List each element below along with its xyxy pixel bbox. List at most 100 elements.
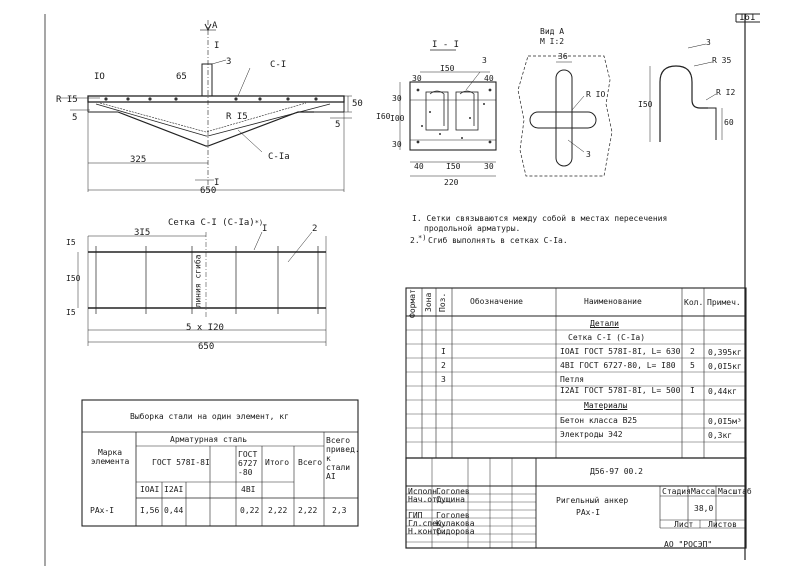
- spec-row-name: Материалы: [584, 401, 628, 410]
- view-a-dim-36: 36: [558, 52, 568, 61]
- tb-role: Гл.спец.: [408, 519, 447, 528]
- sec-dim-160: I60: [376, 112, 391, 121]
- spec-header-designation: Обозначение: [470, 297, 523, 306]
- sec-dim-30d: 30: [484, 162, 494, 171]
- tb-role: Исполн.: [408, 487, 442, 496]
- rebar-dots: [104, 88, 492, 144]
- spec-row-qty: 2: [690, 347, 695, 356]
- hook-dim-r35: R 35: [712, 56, 732, 65]
- hook-dim-150: I50: [638, 100, 653, 109]
- steel-header-reinf: Арматурная сталь: [170, 435, 248, 444]
- mesh-title-mark: *): [254, 219, 264, 227]
- spec-row-pos: 3: [441, 375, 446, 384]
- steel-header-c3: 4ВI: [241, 485, 256, 494]
- steel-header-c1: IOAI: [140, 485, 160, 494]
- view-a-title: Вид А: [540, 27, 565, 36]
- sec-dim-40a: 40: [484, 74, 494, 83]
- sec-dim-30c: 30: [392, 140, 402, 149]
- steel-header-mark: Марка элемента: [90, 448, 130, 466]
- section-mark-bottom: I: [214, 178, 220, 188]
- spec-row-name: Бетон класса В25: [560, 416, 638, 425]
- section-mark-top: I: [214, 41, 220, 51]
- dim-5-right: 5: [335, 120, 341, 130]
- tb-person: Гоголев: [436, 487, 470, 496]
- dim-325: 325: [130, 155, 147, 165]
- spec-row-note: 0,0I5кг: [708, 362, 742, 371]
- steel-row-all: 2,22: [298, 506, 318, 515]
- spec-row-name: Петля: [560, 375, 585, 384]
- spec-row-name: IOAI ГОСТ 578I-8I, L= 630: [560, 347, 681, 356]
- sec-dim-30a: 30: [412, 74, 422, 83]
- spec-header-pos: Поз.: [438, 292, 447, 312]
- steel-row-a1: I,56: [140, 506, 160, 515]
- tb-person: Кулакова: [436, 519, 475, 528]
- steel-header-all: Всего: [298, 458, 323, 467]
- dim-5-left: 5: [72, 113, 78, 123]
- dim-650: 650: [200, 186, 217, 196]
- steel-row-grand: 2,3: [332, 506, 347, 515]
- view-arrow-label: A: [212, 21, 218, 31]
- mesh-dim-315: 3I5: [134, 228, 151, 238]
- mesh-title-text: Сетка С-I (С-Ia): [168, 218, 255, 228]
- steel-row-total: 2,22: [268, 506, 288, 515]
- tb-role: Нач.отд.: [408, 495, 447, 504]
- spec-header-note: Примеч.: [707, 298, 741, 307]
- dim-10: IO: [94, 72, 105, 82]
- spec-row-qty: 5: [690, 361, 695, 370]
- steel-header-grand: Всего привед. к стали АI: [326, 436, 360, 481]
- spec-row-name: Сетка С-I (С-Ia): [568, 333, 646, 342]
- tb-person: Гоголев: [436, 511, 470, 520]
- doc-title-2: РАх-I: [576, 508, 601, 517]
- mesh-title: Сетка С-I (С-Ia)*): [168, 218, 263, 228]
- sec-dim-150: I50: [440, 64, 455, 73]
- tb-role: Н.контр.: [408, 527, 447, 536]
- steel-row-a2: 0,44: [164, 506, 184, 515]
- spec-row-note: 0,0I5м³: [708, 417, 742, 426]
- view-a-scale: М I:2: [540, 37, 565, 46]
- tb-scale-label: Масштаб: [718, 487, 752, 496]
- dim-r15: R I5: [56, 95, 78, 105]
- mesh-dim-1: I: [262, 224, 268, 234]
- steel-header-total: Итого: [265, 458, 290, 467]
- dim-65: 65: [176, 72, 187, 82]
- label-c1a: C-Ia: [268, 152, 290, 162]
- note-2-text: Сгиб выполнять в сетках С-Ia.: [428, 236, 568, 245]
- hook-dim-60: 60: [724, 118, 734, 127]
- view-a-dim-3: 3: [586, 150, 591, 159]
- tb-sheets-label: Листов: [708, 520, 737, 529]
- spec-header-zone: Зона: [424, 292, 433, 312]
- steel-header-gost2: ГОСТ 6727 -80: [238, 450, 258, 477]
- sheet-number: 161: [739, 13, 756, 23]
- spec-row-note: 0,44кг: [708, 387, 737, 396]
- view-a-dim-r10: R IO: [586, 90, 606, 99]
- tb-person: Сидорова: [436, 527, 475, 536]
- doc-title-1: Ригельный анкер: [556, 496, 629, 505]
- hook-dim-r12: R I2: [716, 88, 736, 97]
- spec-row-pos: I: [441, 347, 446, 356]
- spec-row-pos: 2: [441, 361, 446, 370]
- doc-code: Д56-97 00.2: [590, 467, 643, 476]
- spec-header-qty: Кол.: [684, 298, 704, 307]
- steel-table-title: Выборка стали на один элемент, кг: [130, 412, 289, 421]
- sec-dim-220: 220: [444, 178, 459, 187]
- mesh-dim-2: 2: [312, 224, 318, 234]
- mesh-fold-line-label: линия сгиба: [193, 254, 203, 308]
- mesh-dim-5x120: 5 х I20: [186, 323, 224, 333]
- tb-role: ГИП: [408, 511, 423, 520]
- spec-row-note: 0,395кг: [708, 348, 742, 357]
- sec-dim-3: 3: [482, 56, 487, 65]
- tb-sheet-label: Лист: [674, 520, 694, 529]
- steel-row-b1: 0,22: [240, 506, 260, 515]
- sec-dim-30b: 30: [392, 94, 402, 103]
- note-2-number: 2.: [410, 236, 420, 245]
- tb-organization: АО "РОСЭП": [664, 540, 713, 549]
- note-1-line2: продольной арматуры.: [424, 224, 521, 233]
- sec-dim-100: I00: [390, 114, 405, 123]
- spec-row-name: I2AI ГОСТ 578I-8I, L= 500: [560, 386, 681, 395]
- dim-50: 50: [352, 99, 363, 109]
- label-c1: C-I: [270, 60, 287, 70]
- section-title: I - I: [432, 40, 460, 50]
- spec-row-name: Детали: [590, 319, 619, 328]
- dim-3: 3: [226, 57, 232, 67]
